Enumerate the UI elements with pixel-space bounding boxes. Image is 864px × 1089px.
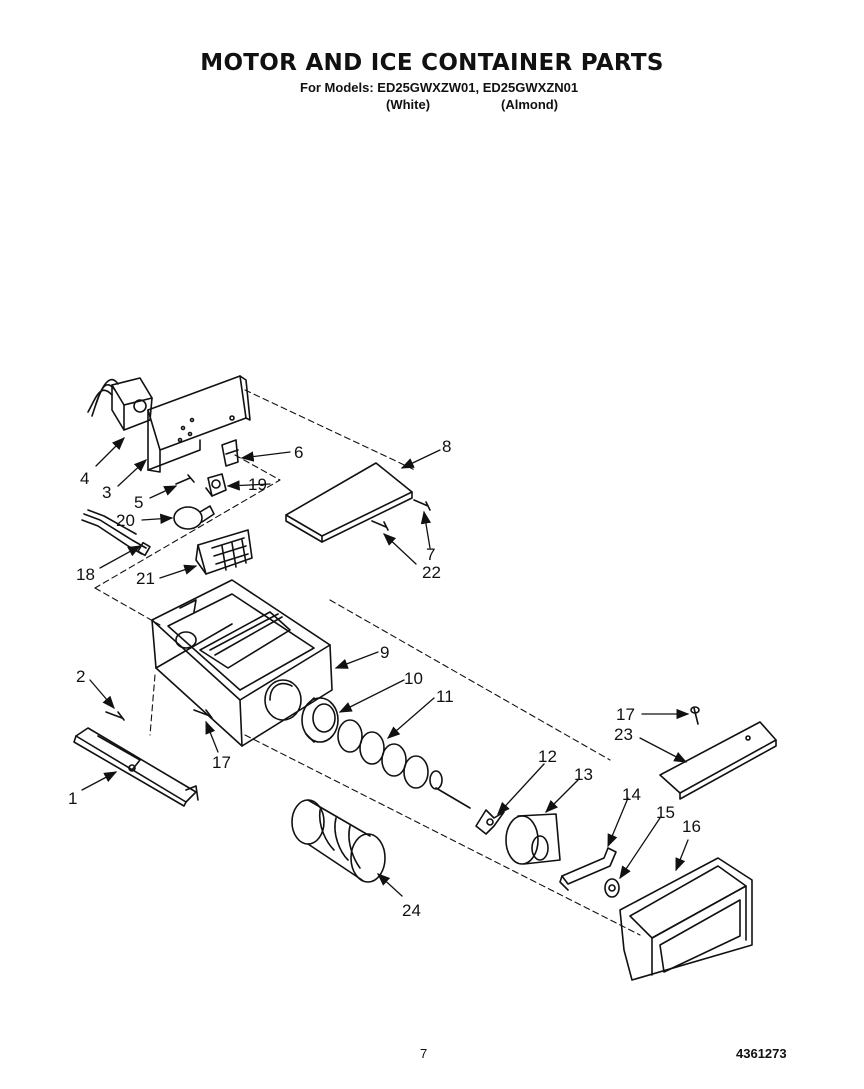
callout-22: 22 [422,563,441,582]
part-rail-bracket [73,727,199,807]
callout-1: 1 [68,789,77,808]
callout-10: 10 [404,669,423,688]
callout-2: 2 [76,667,85,686]
callout-24: 24 [402,901,421,920]
part-bushing [301,697,339,743]
callout-5: 5 [134,493,143,512]
part-mounting-plate [195,529,253,575]
models-line: For Models: ED25GWXZW01, ED25GWXZN01 [300,80,579,95]
part-auger-spring [337,719,471,809]
part-crusher-blade [475,809,505,835]
callout-8: 8 [442,437,451,456]
callout-17-lower: 17 [212,753,231,772]
callout-16: 16 [682,817,701,836]
part-front-cover [619,857,753,981]
callout-7: 7 [426,545,435,564]
callout-18: 18 [76,565,95,584]
part-shutter-bracket [559,847,617,891]
callout-13: 13 [574,765,593,784]
part-crusher-cylinder [291,799,386,883]
callout-15: 15 [656,803,675,822]
callout-20: 20 [116,511,135,530]
part-screw-17-lower [193,709,213,719]
assembly-guide-lines [94,389,641,936]
part-nut [604,878,620,898]
part-lamp-socket [205,473,227,497]
callout-3: 3 [102,483,111,502]
part-ice-container-housing [151,579,333,747]
callout-19: 19 [248,475,267,494]
callout-labels: 1 2 3 4 5 6 7 8 9 10 11 12 13 14 15 16 1… [68,437,701,920]
callout-21: 21 [136,569,155,588]
part-motor-bracket [147,375,251,473]
callout-12: 12 [538,747,557,766]
part-screw-2 [105,711,125,721]
page-title: MOTOR AND ICE CONTAINER PARTS [200,50,664,76]
color-almond-label: (Almond) [501,97,559,112]
part-light-bulb [173,505,215,530]
callout-14: 14 [622,785,641,804]
part-clip [221,439,239,467]
document-number: 4361273 [736,1046,787,1061]
callout-11: 11 [436,687,454,706]
callout-4: 4 [80,469,89,488]
part-cover-plate [285,462,413,543]
leader-lines [81,437,690,897]
part-motor [87,377,153,431]
callout-23: 23 [614,725,633,744]
part-deflector-strip [659,721,777,800]
callout-6: 6 [294,443,303,462]
callout-17-upper: 17 [616,705,635,724]
color-white-label: (White) [386,97,431,112]
part-screw-5 [175,474,195,485]
part-screws-7-22 [371,499,431,531]
part-screw-17-upper [690,706,700,725]
callout-9: 9 [380,643,389,662]
page-number: 7 [420,1046,428,1061]
part-ice-crusher-housing [505,813,561,865]
